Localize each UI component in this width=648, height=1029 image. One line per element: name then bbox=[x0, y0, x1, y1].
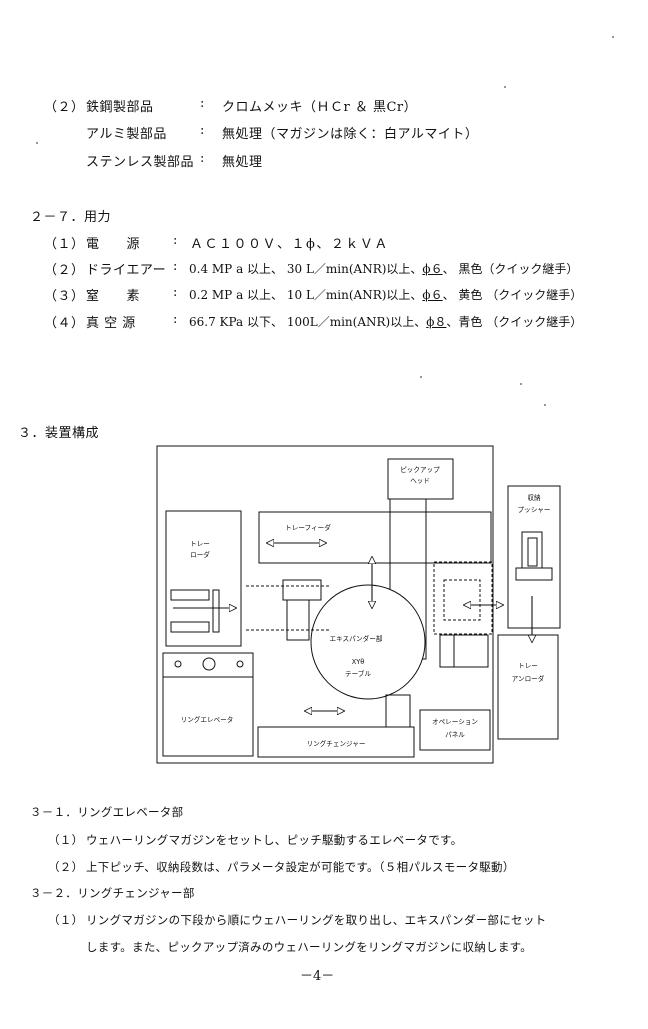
feeder-post-top bbox=[282, 579, 322, 601]
scan-speck bbox=[612, 36, 614, 38]
operation-panel-label-2: パネル bbox=[445, 731, 465, 739]
transfer-dashed-area bbox=[433, 561, 493, 635]
utility-number: （２） bbox=[44, 263, 85, 278]
utility-number: （４） bbox=[44, 316, 85, 331]
utility-colon: : bbox=[173, 233, 178, 248]
operation-panel-box bbox=[419, 709, 491, 751]
tray-feeder-label: トレーフィーダ bbox=[285, 523, 331, 532]
ring-changer-label: リングチェンジャー bbox=[306, 739, 365, 748]
utility-colon: : bbox=[173, 285, 178, 300]
list-item-number: （２） bbox=[48, 860, 84, 874]
storage-pusher-label-1: 収納 bbox=[527, 493, 541, 502]
ring-changer-post bbox=[385, 694, 411, 728]
pusher-base bbox=[515, 567, 553, 581]
scan-speck bbox=[420, 376, 422, 378]
list-item-text: リングマガジンの下段から順にウェハーリングを取り出し、エキスパンダー部にセット bbox=[86, 913, 547, 927]
expander-label: エキスパンダー部 bbox=[330, 634, 383, 643]
tray-unloader-label-2: アンローダ bbox=[512, 674, 545, 683]
tray-loader-box bbox=[165, 510, 242, 647]
steel-parts-label: 鉄鋼製部品 bbox=[86, 100, 154, 115]
aluminum-parts-value: 無処理（マガジンは除く：白アルマイト） bbox=[222, 127, 479, 142]
utility-color: 、青色 （クイック継手） bbox=[446, 315, 583, 329]
utility-colon: : bbox=[173, 259, 178, 274]
list-item-text: 上下ピッチ、収納段数は、パラメータ設定が可能です。（５相パルスモータ駆動） bbox=[86, 860, 515, 874]
scan-speck bbox=[504, 86, 506, 88]
side-block-part bbox=[439, 634, 455, 668]
xy-table-label-2: テーブル bbox=[345, 669, 371, 678]
feeder-post bbox=[286, 599, 310, 641]
utility-name: 窒 素 bbox=[86, 289, 141, 304]
ring-elevator-label: リングエレベータ bbox=[181, 715, 234, 724]
stainless-parts-value: 無処理 bbox=[222, 155, 263, 170]
utility-power-spec: ＡＣ１００Ｖ、１ϕ、２ｋＶＡ bbox=[190, 237, 389, 252]
utility-number: （１） bbox=[44, 237, 85, 252]
tray-unloader-label-1: トレー bbox=[518, 662, 538, 670]
ring-changer-box bbox=[257, 726, 415, 758]
utility-spec: 0.2 MP a 以上、 10 L／min(ANR)以上、 bbox=[189, 288, 423, 302]
tray-loader-label-1: トレー bbox=[190, 540, 210, 548]
steel-colon: : bbox=[200, 96, 205, 111]
utility-name: ドライエアー bbox=[86, 263, 167, 278]
utility-spec-line: 0.4 MP a 以上、 30 L／min(ANR)以上、ϕ６、 黒色（クイック… bbox=[189, 260, 578, 277]
utility-name: 真 空 源 bbox=[86, 316, 136, 331]
pusher-rod bbox=[527, 537, 538, 567]
expander-circle bbox=[310, 584, 426, 700]
utilities-heading: ２－７．用力 bbox=[30, 210, 112, 225]
ring-elevator-box bbox=[162, 652, 254, 757]
utility-colon: : bbox=[173, 312, 178, 327]
scan-speck bbox=[36, 142, 38, 144]
stainless-colon: : bbox=[200, 151, 205, 166]
loader-rail-top bbox=[170, 589, 210, 601]
page-number: －4－ bbox=[300, 969, 335, 984]
pickup-head-label-2: ヘッド bbox=[410, 477, 430, 485]
utility-color: 、 黄色 （クイック継手） bbox=[442, 288, 583, 302]
pickup-head-box bbox=[387, 458, 454, 500]
list-item-number: （１） bbox=[48, 833, 84, 847]
utility-number: （３） bbox=[44, 289, 85, 304]
tray-loader-label-2: ローダ bbox=[190, 550, 210, 559]
elevator-lamp-left bbox=[174, 660, 182, 668]
aluminum-colon: : bbox=[200, 123, 205, 138]
tray-feeder-box bbox=[258, 511, 492, 564]
utility-spec: 66.7 KPa 以下、 100L／min(ANR)以上、 bbox=[189, 315, 427, 329]
utility-color: 、 黒色（クイック継手） bbox=[442, 262, 579, 276]
storage-pusher-label-2: プッシャー bbox=[518, 506, 551, 514]
steel-number: （２） bbox=[44, 100, 85, 115]
utility-spec: 0.4 MP a 以上、 30 L／min(ANR)以上、 bbox=[189, 262, 423, 276]
loader-rail-bottom bbox=[170, 621, 210, 633]
steel-parts-value: クロムメッキ（ＨＣr ＆ 黒Cr） bbox=[222, 100, 418, 115]
configuration-heading: ３．装置構成 bbox=[18, 426, 100, 441]
utility-spec-line: 0.2 MP a 以上、 10 L／min(ANR)以上、ϕ６、 黄色 （クイッ… bbox=[189, 286, 582, 303]
xy-table-label-1: XYθ bbox=[352, 658, 365, 666]
aluminum-parts-label: アルミ製部品 bbox=[86, 127, 167, 142]
ring-elevator-heading: ３－１．リングエレベータ部 bbox=[30, 805, 184, 819]
operation-panel-label-1: オペレーション bbox=[432, 718, 478, 726]
utility-fitting-size: ϕ８ bbox=[426, 315, 447, 329]
ring-changer-heading: ３－２．リングチェンジャー部 bbox=[30, 886, 195, 900]
utility-fitting-size: ϕ６ bbox=[422, 262, 443, 276]
utility-spec-line: 66.7 KPa 以下、 100L／min(ANR)以上、ϕ８、青色 （クイック… bbox=[189, 313, 582, 330]
list-item-text: ウェハーリングマガジンをセットし、ピッチ駆動するエレベータです。 bbox=[86, 833, 463, 847]
utility-name: 電 源 bbox=[86, 237, 141, 252]
elevator-lamp-right bbox=[236, 660, 244, 668]
scan-speck bbox=[544, 404, 546, 406]
list-item-text-continued: します。また、ピックアップ済みのウェハーリングをリングマガジンに収納します。 bbox=[86, 940, 533, 954]
pickup-head-label-1: ピックアップ bbox=[400, 466, 440, 474]
storage-pusher-box bbox=[507, 485, 561, 629]
list-item-number: （１） bbox=[48, 913, 84, 927]
elevator-lamp-center bbox=[202, 657, 216, 671]
pusher-cylinder bbox=[521, 531, 543, 569]
transfer-dashed-inner bbox=[443, 579, 481, 621]
loader-rail-end bbox=[212, 589, 220, 633]
scan-speck bbox=[520, 383, 522, 385]
utility-fitting-size: ϕ６ bbox=[422, 288, 443, 302]
tray-unloader-box bbox=[497, 634, 559, 740]
stainless-parts-label: ステンレス製部品 bbox=[86, 155, 195, 170]
